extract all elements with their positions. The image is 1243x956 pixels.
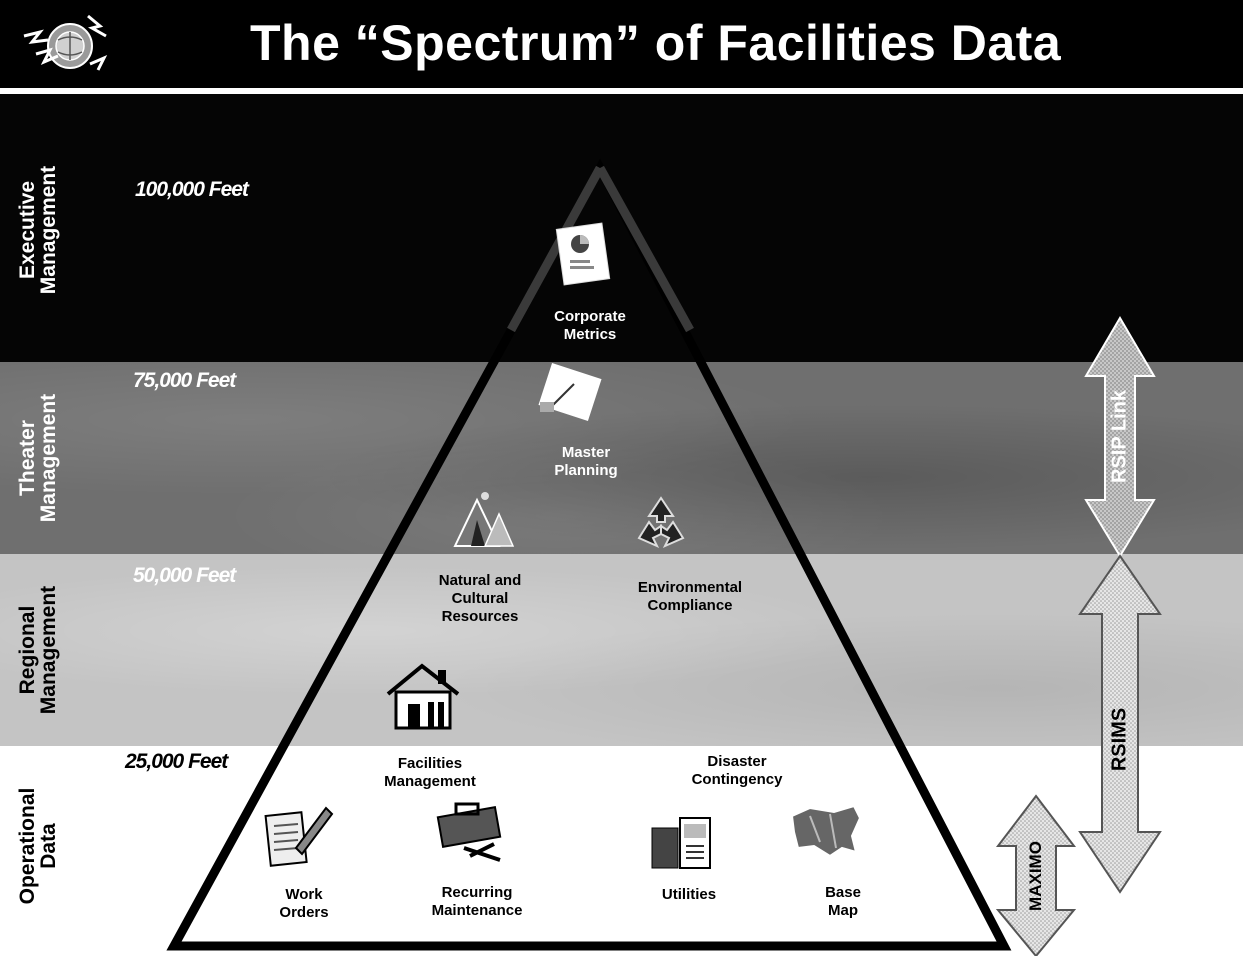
report-icon — [555, 222, 611, 286]
altitude-100k: 100,000 Feet — [135, 178, 249, 201]
toolbox-icon — [436, 802, 502, 862]
maximo-label: MAXIMO — [1026, 841, 1045, 911]
altitude-75k: 75,000 Feet — [133, 369, 236, 392]
altitude-25k: 25,000 Feet — [125, 750, 228, 773]
globe-logo-icon — [23, 14, 108, 71]
house-icon — [386, 663, 460, 730]
pyramid-outline — [166, 158, 1012, 951]
recycle-icon — [637, 496, 685, 549]
regional-band — [0, 554, 1243, 746]
executive-band — [0, 94, 1243, 362]
header-divider — [0, 88, 1243, 94]
utility-panel-icon — [651, 817, 711, 869]
theater-band — [0, 362, 1243, 554]
maximo-arrow — [995, 794, 1077, 956]
tree-mountain-icon — [453, 492, 515, 547]
header-bar — [0, 0, 1243, 88]
rsims-arrow — [1078, 554, 1162, 894]
us-map-icon — [790, 804, 862, 858]
utilities-label: Utilities — [661, 886, 717, 903]
rsip-link-label: RSIP Link — [1108, 390, 1131, 483]
rsims-label: RSIMS — [1108, 707, 1131, 772]
notepad-pencil-icon — [264, 806, 334, 867]
blueprint-icon — [538, 363, 602, 421]
page-title: The “Spectrum” of Facilities Data — [250, 15, 1062, 71]
altitude-50k: 50,000 Feet — [133, 564, 236, 587]
